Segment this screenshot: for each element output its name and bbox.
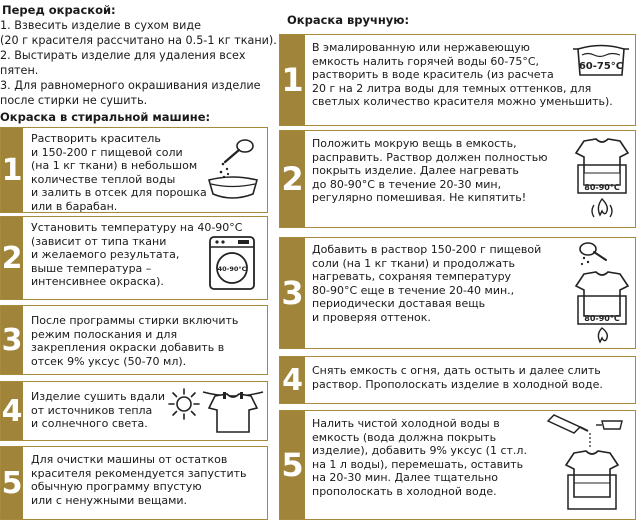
prep-line: 2. Выстирать изделие для удаления всех — [0, 49, 246, 62]
prep-line: 3. Для равномерного окрашивания изделие — [0, 79, 261, 92]
machine-step-3: 3 После программы стирки включить режим … — [0, 305, 268, 375]
washing-machine-icon: 40-90°C — [209, 236, 255, 290]
machine-step-4: 4 Изделие сушить вдали от источников теп… — [0, 381, 268, 441]
hand-step-3: 3 Добавить в раствор 150-200 г пищевой с… — [279, 237, 636, 349]
sun-icon — [168, 388, 200, 420]
step-text: Для очистки машины от остатков красителя… — [31, 453, 247, 507]
tshirt-on-line-icon — [202, 391, 264, 433]
step-text: В эмалированную или нержавеющую емкость … — [312, 41, 613, 109]
machine-step-1: 1 Растворить краситель и 150-200 г пищев… — [0, 127, 268, 213]
step-text: Добавить в раствор 150-200 г пищевой сол… — [312, 243, 542, 324]
step-number: 4 — [280, 357, 305, 403]
flame-icon — [597, 197, 609, 217]
step-text: Налить чистой холодной воды в емкость (в… — [312, 417, 527, 498]
step-number: 5 — [1, 447, 23, 519]
bottle-pour-icon — [546, 414, 623, 510]
step-number: 1 — [280, 35, 305, 125]
tshirt-in-pot-icon: 80-90°C — [574, 138, 630, 218]
step-number: 2 — [1, 217, 23, 299]
pot-icon: 60-75°C — [573, 44, 629, 76]
hand-step-1: 1 В эмалированную или нержавеющую емкост… — [279, 34, 636, 126]
prep-line: пятен. — [0, 64, 39, 77]
step-number: 1 — [1, 128, 23, 212]
hand-step-2: 2 Положить мокрую вещь в емкость, распра… — [279, 130, 636, 228]
salt-spoon-bowl-icon — [208, 139, 258, 199]
prep-title: Перед окраской: — [2, 3, 116, 17]
washer-temp-label: 40-90°C — [218, 265, 247, 273]
machine-step-2: 2 Установить температуру на 40-90°C (зав… — [0, 216, 268, 300]
prep-line: после стирки не сушить. — [0, 94, 148, 107]
pot-temp-label: 60-75°C — [579, 61, 623, 72]
step-text: После программы стирки включить режим по… — [31, 314, 239, 368]
hand-step-5: 5 Налить чистой холодной воды в емкость … — [279, 410, 636, 520]
step-text: Изделие сушить вдали от источников тепла… — [31, 390, 166, 431]
prep-line: 1. Взвесить изделие в сухом виде — [0, 19, 201, 32]
step-text: Положить мокрую вещь в емкость, расправи… — [312, 137, 548, 205]
step-text: Установить температуру на 40-90°C (завис… — [31, 221, 243, 289]
salt-spoon-icon: 80-90°C — [574, 242, 630, 344]
step-number: 4 — [1, 382, 23, 440]
step-number: 3 — [280, 238, 305, 348]
machine-step-5: 5 Для очистки машины от остатков красите… — [0, 446, 268, 520]
prep-line: (20 г красителя рассчитано на 0.5-1 кг т… — [0, 34, 277, 47]
step-number: 5 — [280, 411, 305, 519]
heat-temp-label: 80-90°C — [584, 314, 620, 323]
machine-title: Окраска в стиральной машине: — [0, 110, 211, 124]
hand-step-4: 4 Снять емкость с огня, дать остыть и да… — [279, 356, 636, 404]
step-number: 2 — [280, 131, 305, 227]
step-text: Снять емкость с огня, дать остыть и дале… — [312, 364, 603, 391]
step-number: 3 — [1, 306, 23, 374]
heat-temp-label: 80-90°C — [584, 183, 620, 192]
hand-title: Окраска вручную: — [287, 13, 410, 27]
step-text: Растворить краситель и 150-200 г пищевой… — [31, 132, 207, 213]
